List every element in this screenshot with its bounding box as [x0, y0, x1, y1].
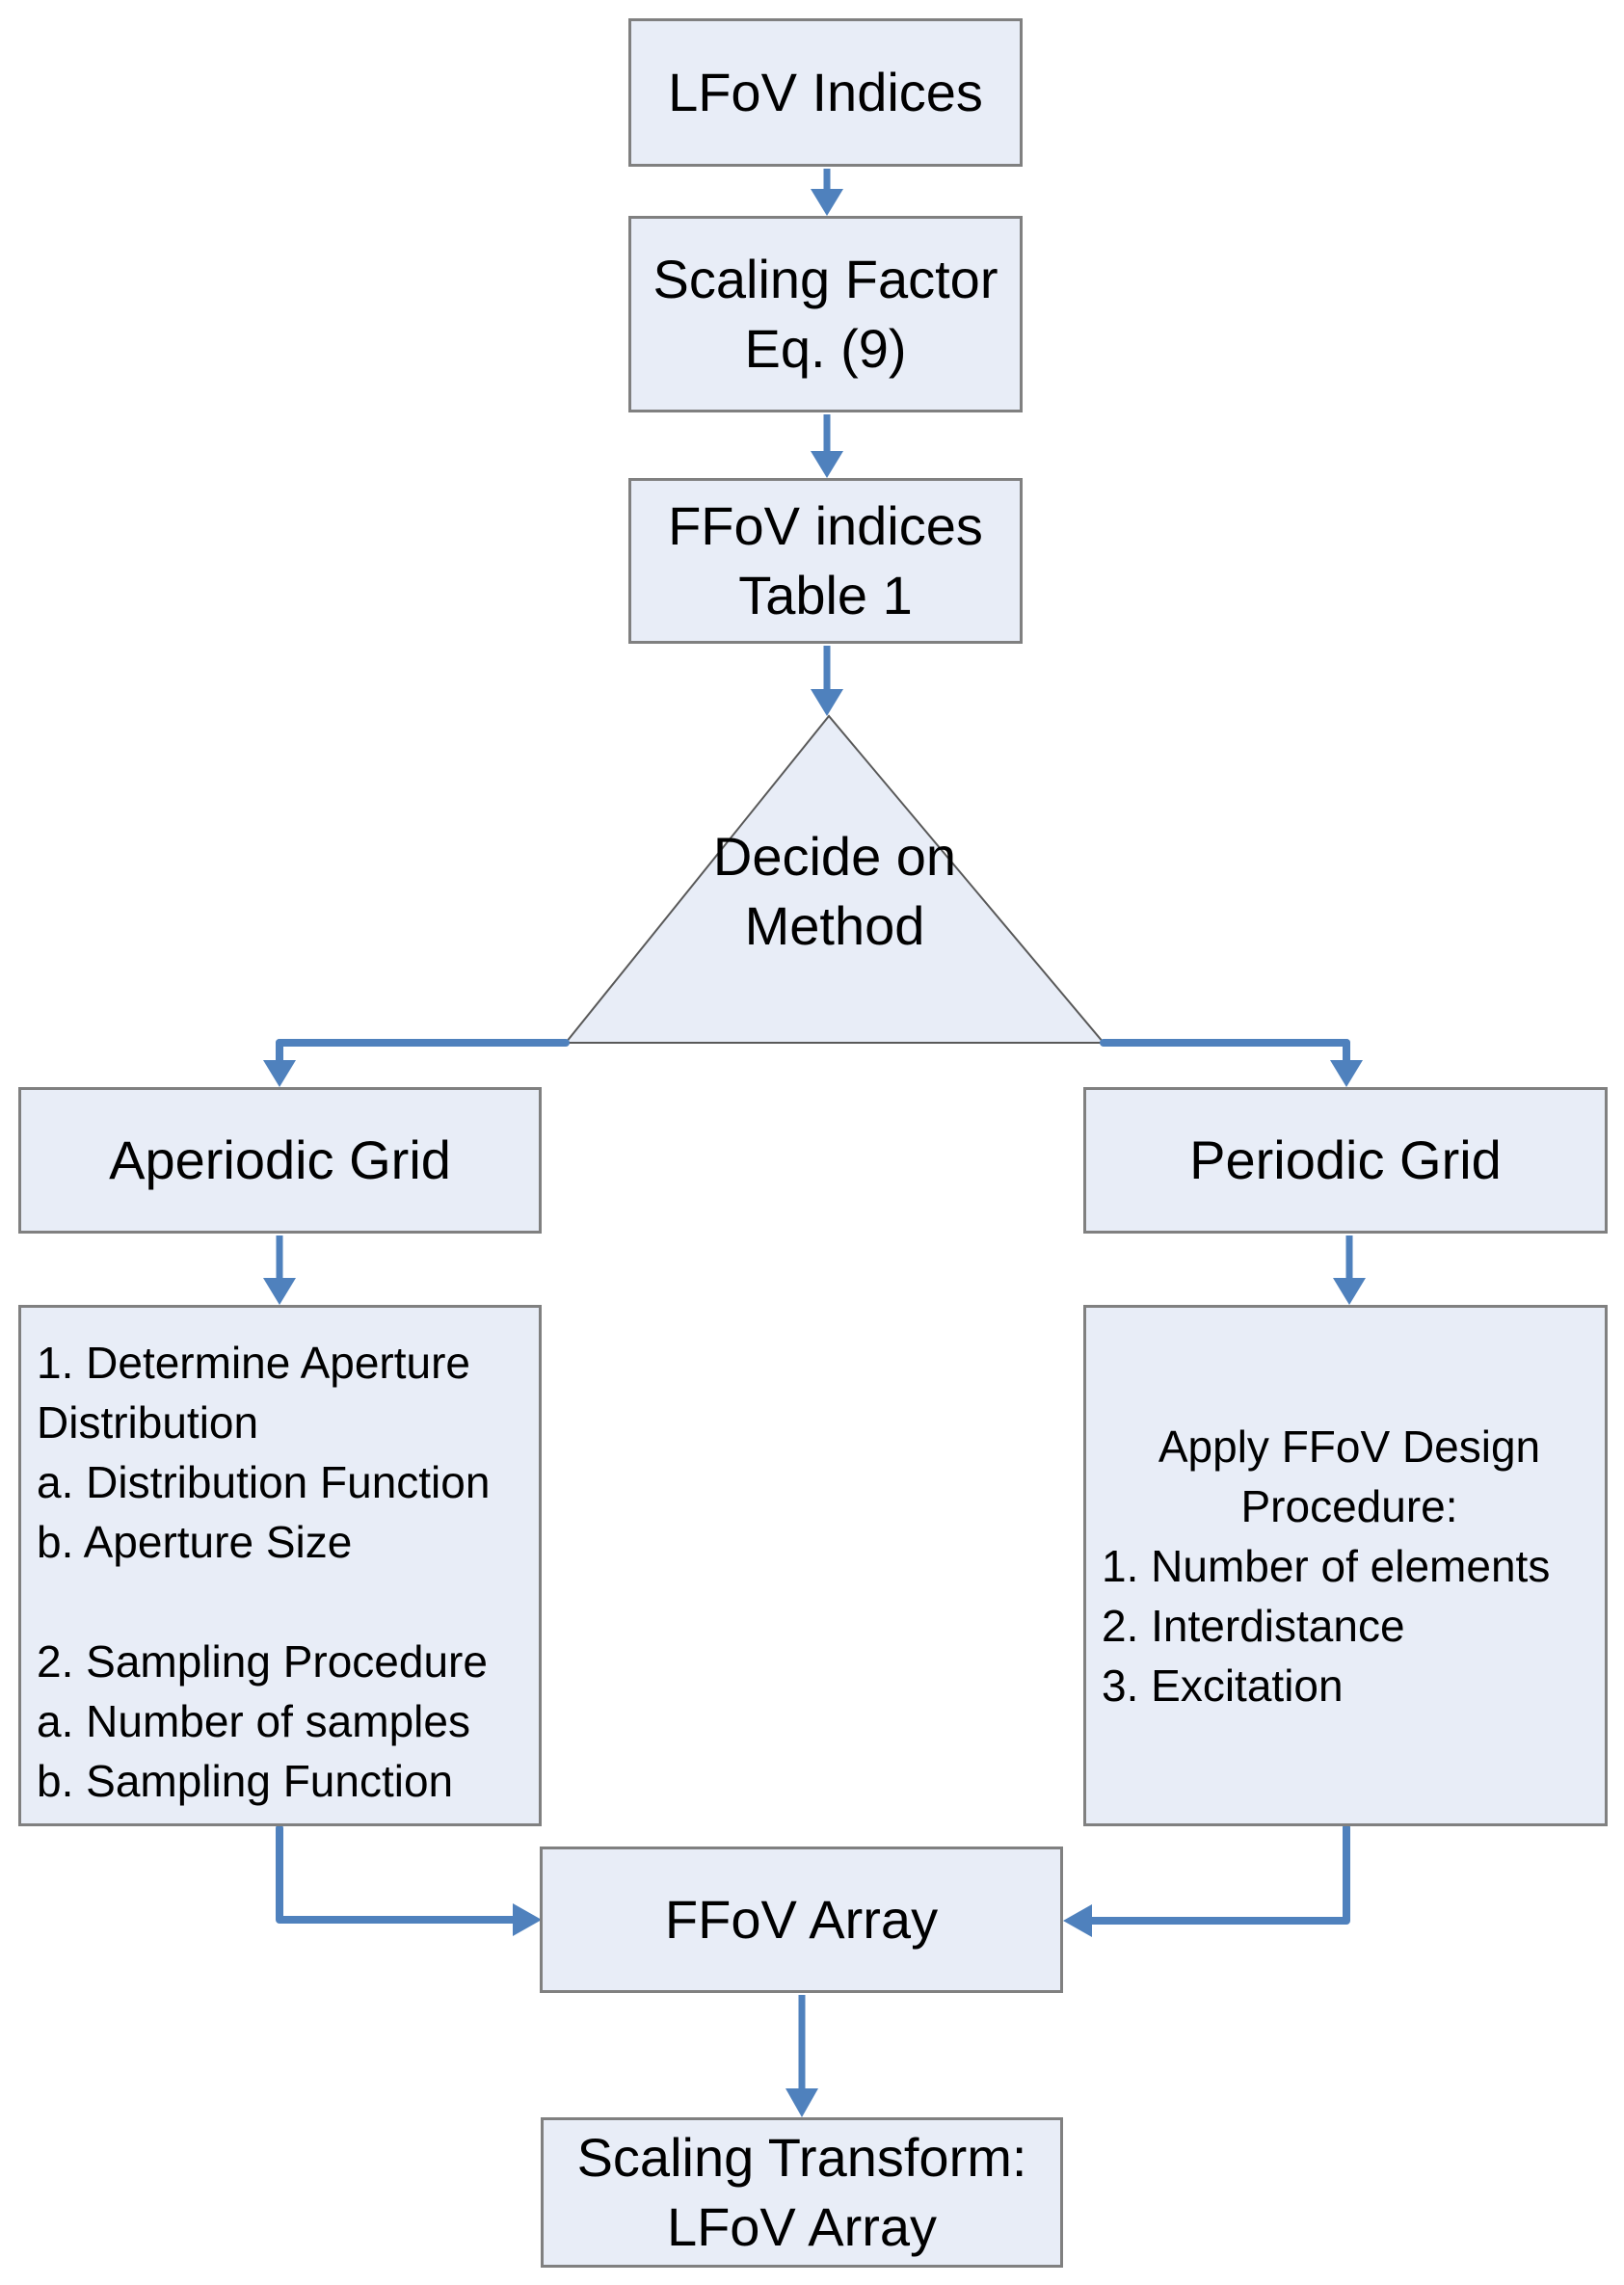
aperiodic-procedure-line: 1. Determine Aperture: [37, 1338, 471, 1388]
periodic-procedure-item: 3. Excitation: [1102, 1660, 1344, 1711]
aperiodic-procedure-line: b. Sampling Function: [37, 1756, 454, 1806]
aperiodic-procedure-line: a. Distribution Function: [37, 1457, 491, 1507]
decide-on-method-triangle: [563, 714, 1106, 1044]
node-periodic-procedure: Apply FFoV Design Procedure: 1. Number o…: [1083, 1305, 1608, 1826]
periodic-procedure-item: 1. Number of elements: [1102, 1540, 1551, 1591]
node-lfov-indices-label: LFoV Indices: [668, 62, 983, 122]
connector-aperiodic-to-steps-arrow: [263, 1235, 296, 1305]
node-scaling-transform-line1: Scaling Transform:: [576, 2127, 1027, 2188]
connector-ffovarray-to-scalingtransform-arrow: [785, 1995, 818, 2117]
node-lfov-indices: LFoV Indices: [628, 18, 1023, 167]
aperiodic-procedure-line: Distribution: [37, 1397, 259, 1448]
node-scaling-factor-line1: Scaling Factor: [652, 249, 998, 309]
node-ffov-indices-line1: FFoV indices: [668, 495, 983, 556]
node-ffov-indices: FFoV indices Table 1: [628, 478, 1023, 644]
node-decide-on-method-line2: Method: [744, 895, 925, 956]
aperiodic-procedure-line: b. Aperture Size: [37, 1517, 353, 1567]
aperiodic-procedure-line: 2. Sampling Procedure: [37, 1636, 488, 1687]
node-ffov-array-label: FFoV Array: [664, 1889, 939, 1950]
node-scaling-transform-line2: LFoV Array: [666, 2196, 938, 2257]
node-aperiodic-grid: Aperiodic Grid: [18, 1087, 542, 1234]
connector-scaling-to-ffovindices-arrow: [811, 414, 843, 478]
connector-decide-to-aperiodic-arrow: [263, 1039, 570, 1087]
node-aperiodic-grid-label: Aperiodic Grid: [109, 1129, 451, 1190]
periodic-procedure-heading-line1: Apply FFoV Design: [1158, 1421, 1541, 1472]
connector-periodicsteps-to-ffovarray-arrow: [1063, 1823, 1350, 1937]
node-periodic-grid-label: Periodic Grid: [1189, 1129, 1502, 1190]
connector-aperiodicsteps-to-ffovarray-arrow: [276, 1824, 542, 1936]
periodic-procedure-item: 2. Interdistance: [1102, 1600, 1405, 1651]
aperiodic-procedure-spacer: [37, 1572, 49, 1632]
node-ffov-indices-line2: Table 1: [738, 565, 913, 625]
node-scaling-factor: Scaling Factor Eq. (9): [628, 216, 1023, 412]
node-scaling-factor-line2: Eq. (9): [744, 318, 907, 379]
node-aperiodic-procedure: 1. Determine Aperture Distribution a. Di…: [18, 1305, 542, 1826]
connector-ffovindices-to-decide-arrow: [811, 646, 843, 716]
node-periodic-grid: Periodic Grid: [1083, 1087, 1608, 1234]
connector-decide-to-periodic-arrow: [1100, 1039, 1363, 1087]
node-ffov-array: FFoV Array: [540, 1847, 1063, 1993]
node-scaling-transform: Scaling Transform: LFoV Array: [541, 2117, 1063, 2268]
periodic-procedure-heading-line2: Procedure:: [1240, 1480, 1458, 1531]
connector-periodic-to-steps-arrow: [1333, 1235, 1366, 1305]
node-decide-on-method-label: Decide on Method: [566, 822, 1104, 961]
aperiodic-procedure-line: a. Number of samples: [37, 1696, 470, 1746]
connector-lfov-to-scaling-arrow: [811, 169, 843, 216]
node-decide-on-method-line1: Decide on: [712, 826, 957, 887]
